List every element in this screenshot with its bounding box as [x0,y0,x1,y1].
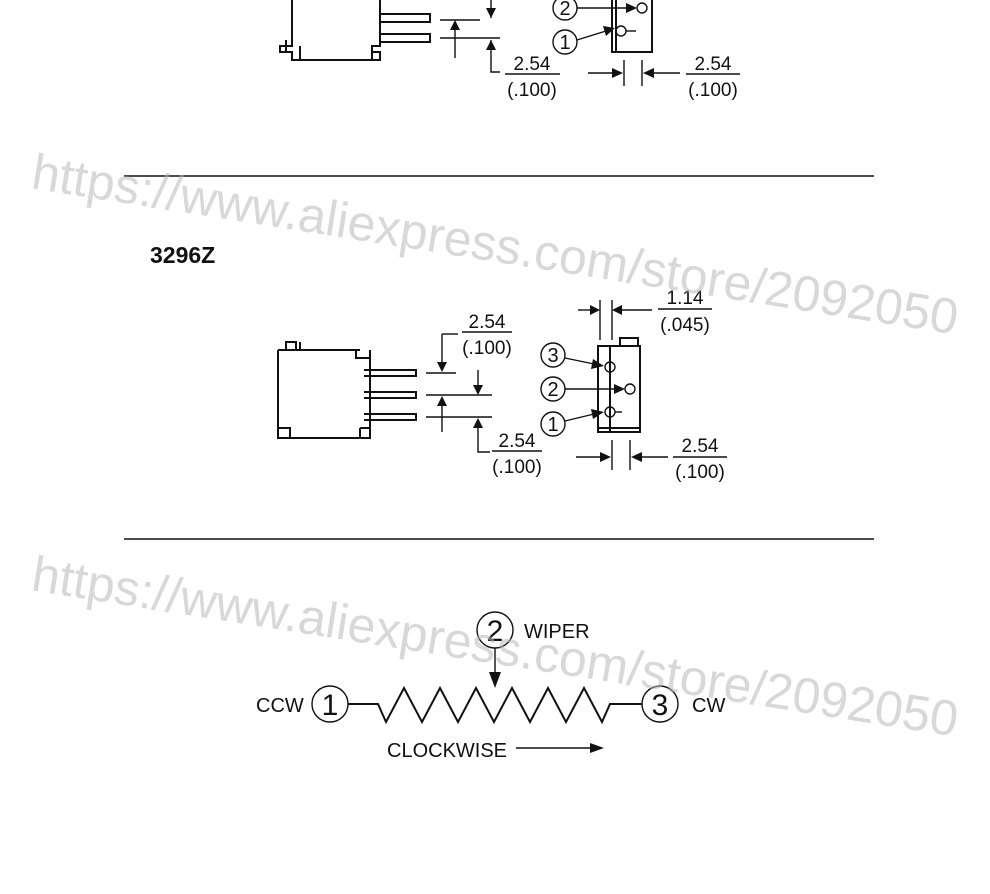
z-hole-3 [604,361,616,373]
z-bottom-extension [611,440,631,470]
watermark-lower: https://www.aliexpress.com/store/2092050 [28,546,962,748]
top-hole-2 [636,2,648,14]
z-hole-2 [624,383,636,395]
z-pin-3-label: 3 [547,345,558,367]
z-dim-line-lower [477,428,490,453]
top-pin-1-leader [576,30,607,41]
schematic-clockwise-label: CLOCKWISE [387,740,507,762]
z-pin-3-leader [564,357,595,365]
z-top-arrow-left [590,305,600,315]
schematic-clockwise-arrow [590,743,604,753]
top-pins [380,13,431,43]
model-3296z: 3296Z 2.54 (.100) 2.54 (.100) [150,242,727,483]
schematic-wiper-label: WIPER [524,621,590,643]
top-pin-1-label: 1 [559,32,570,54]
z-body-outline [277,341,371,439]
schematic-cw-label: CW [692,695,725,717]
top-fragment: 2.54 (.100) 2 1 2.54 (.100) [279,0,740,101]
top-pin-1-arrow [603,26,615,36]
z-dim-pitch-upper-mm: 2.54 [469,312,506,333]
top-pin-2-arrow [626,3,637,13]
z-pin-1-arrow [591,409,604,419]
top-hole-1 [615,25,627,37]
z-pin-1-leader [564,413,595,422]
z-bottom-arrow-right [631,452,642,462]
schematic-pin-3-circle [641,685,679,723]
schematic-resistor [348,685,642,725]
z-top-extension [599,300,613,340]
z-top-arrow-right [612,305,622,315]
z-dim-bottom-in: (.100) [675,462,725,483]
top-side-outline [611,0,653,53]
z-body-feet [278,427,370,438]
top-pin-2-label: 2 [559,0,570,20]
top-dim-right-mm: 2.54 [695,54,732,75]
z-pin-1-circle [540,411,566,437]
top-h-extension [623,60,643,86]
z-dim-bottom-mm: 2.54 [682,436,719,457]
z-pin-3-circle [540,342,566,368]
z-pin-2-label: 2 [547,379,558,401]
schematic-pin-1-label: 1 [322,689,339,722]
z-dim-top-in: (.045) [660,315,710,336]
top-body-tabs [285,40,373,60]
top-arrow-mid [450,20,460,30]
schematic: 2 WIPER CCW 1 3 CW CLOCKWISE [256,611,725,762]
z-extension-lines [426,372,492,418]
z-pin-3-arrow [591,359,604,369]
z-side-cap [619,337,639,347]
z-pin-1-label: 1 [547,414,558,436]
top-h-arrow-right [643,68,654,78]
z-dim-pitch-lower-in: (.100) [492,457,542,478]
z-arrow-lower [473,418,483,428]
z-arrow-mid [473,385,483,395]
top-h-arrow-left [612,68,623,78]
schematic-pin-2-label: 2 [487,615,504,648]
top-arrow-upper [486,8,496,18]
z-dim-pitch-lower-mm: 2.54 [499,431,536,452]
z-arrow-mid2 [437,396,447,406]
top-extension-lines [440,19,500,39]
schematic-wiper-arrow [489,672,501,688]
z-dim-pitch-upper-in: (.100) [462,338,512,359]
top-dim-right-in: (.100) [688,80,738,101]
top-dim-left-mm: 2.54 [514,54,551,75]
schematic-ccw-label: CCW [256,695,304,717]
z-pin-2-arrow [614,384,625,394]
z-bottom-arrow-left [600,452,611,462]
z-arrow-upper [437,362,447,372]
z-pins [364,369,417,421]
model-heading: 3296Z [150,242,215,268]
top-pin-1-circle [552,29,578,55]
top-dim-line-lower [490,40,500,73]
top-dim-left-in: (.100) [507,80,557,101]
schematic-pin-3-label: 3 [652,689,669,722]
top-arrow-lower [486,40,496,50]
z-dim-top-mm: 1.14 [667,288,704,309]
top-body-outline [279,0,381,61]
